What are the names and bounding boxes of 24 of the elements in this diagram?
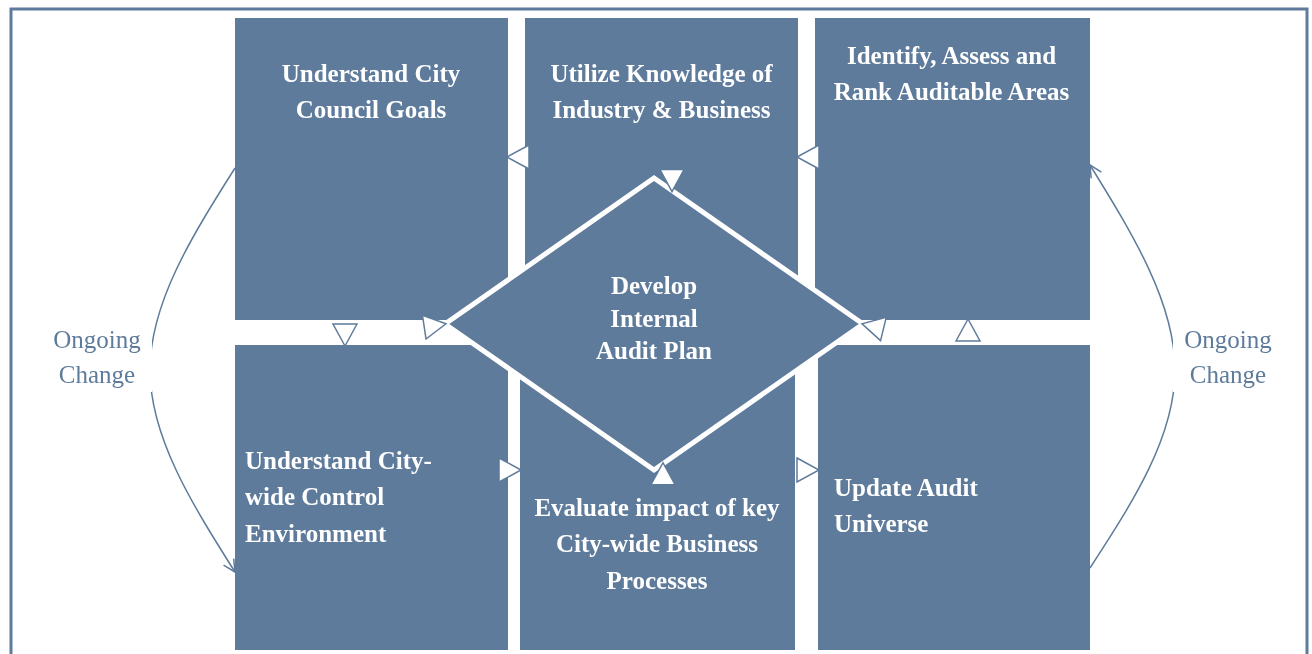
arrow: [650, 461, 676, 486]
process-box: [520, 470, 795, 650]
arrow: [955, 318, 981, 345]
arrow: [796, 144, 820, 170]
curved-arrow: [1089, 164, 1176, 569]
arrow: [498, 457, 522, 483]
process-box: [818, 345, 1090, 650]
arrow: [659, 168, 685, 193]
node-text: Understand City Council Goals: [280, 59, 462, 126]
node-text: Understand City-wide Control Environment: [245, 446, 433, 549]
decision-diamond: [445, 178, 863, 470]
process-box: [525, 18, 798, 178]
curved-arrow: [149, 167, 236, 573]
node-text: Evaluate impact of key City-wide Business Processes: [533, 493, 781, 596]
arrow: [332, 320, 358, 347]
arrow: [795, 457, 820, 483]
node-text: Update Audit Universe: [834, 473, 979, 540]
arrow: [506, 144, 530, 170]
process-box: [815, 18, 1090, 320]
node-text: Identify, Assess and Rank Auditable Areas: [832, 41, 1071, 108]
node-text: Develop Internal Audit Plan: [595, 271, 713, 366]
node-text: Utilize Knowledge of Industry & Business: [549, 59, 774, 126]
process-box: [235, 345, 508, 650]
process-box: [235, 18, 508, 320]
